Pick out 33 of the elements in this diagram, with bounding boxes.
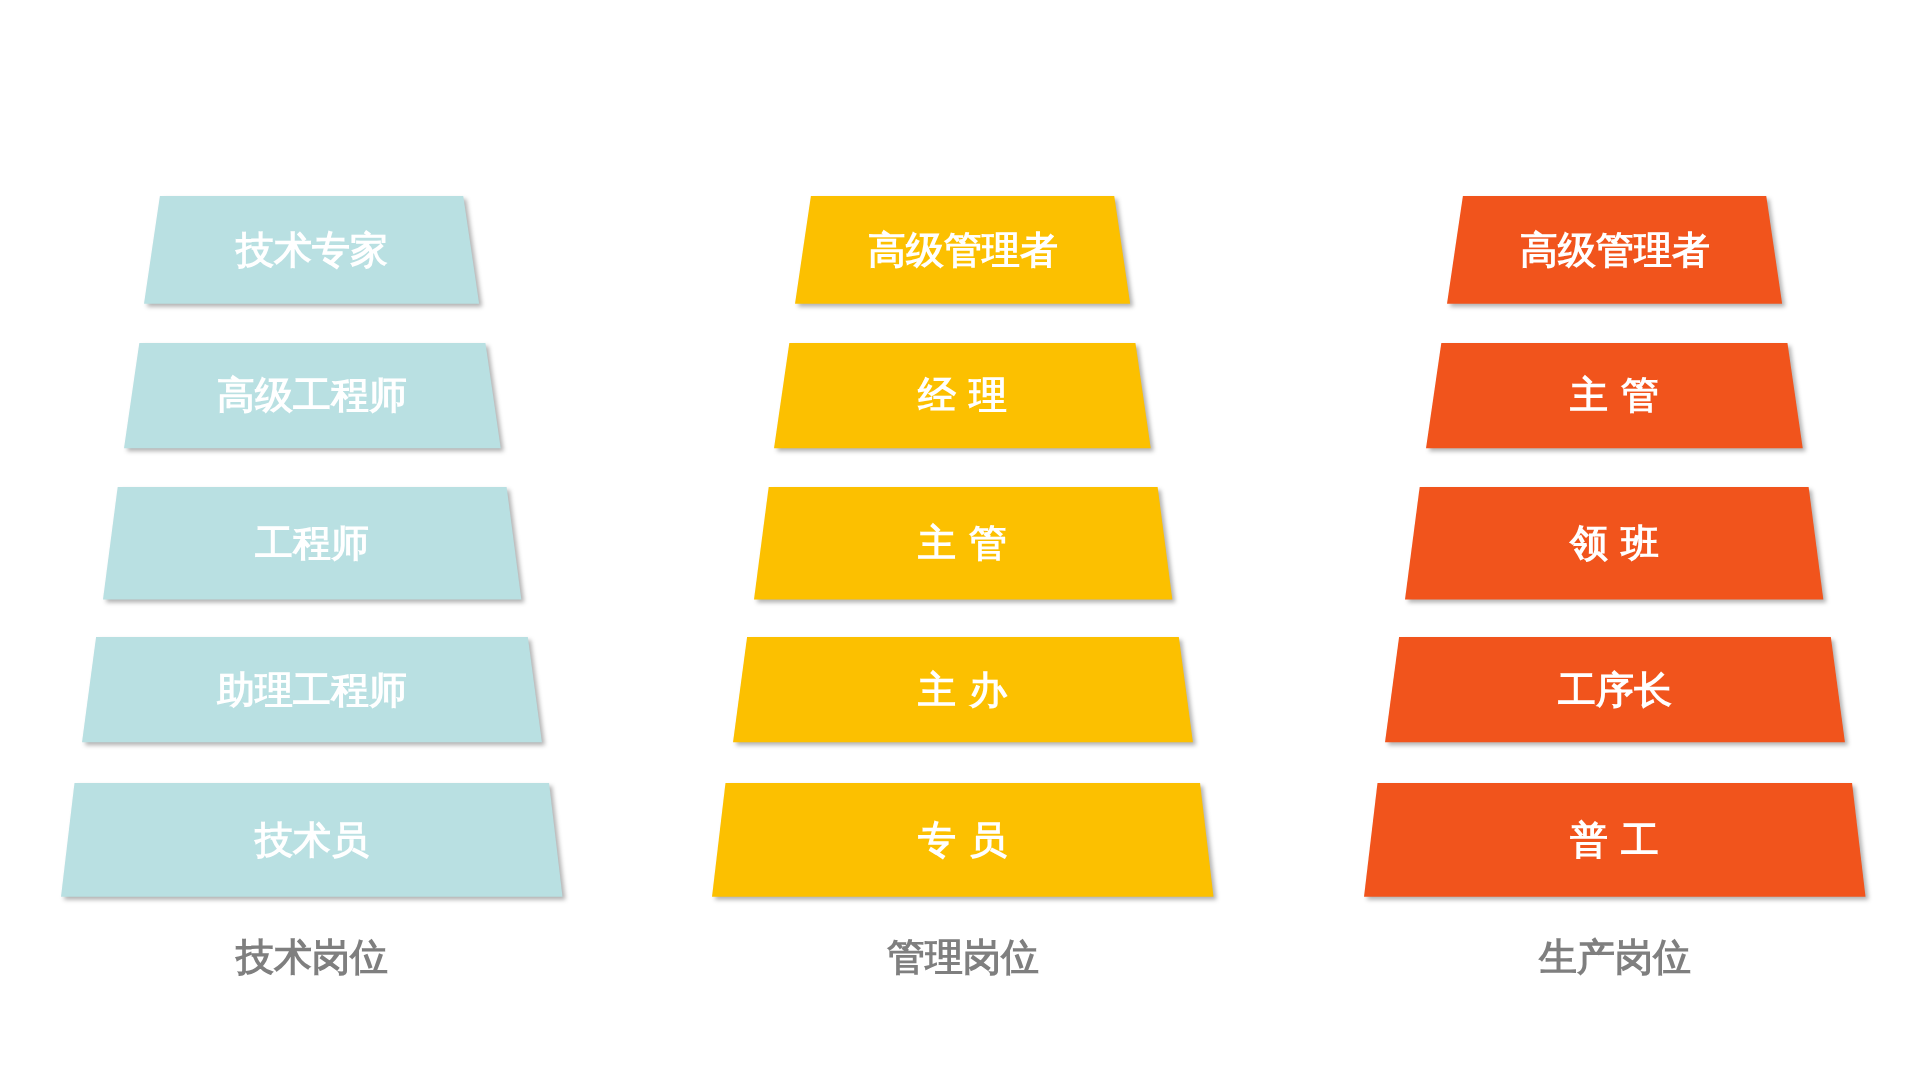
tier-label: 高级管理者 xyxy=(866,226,1059,273)
tier-label: 技术员 xyxy=(253,816,370,864)
tier-label: 专 员 xyxy=(917,816,1009,864)
tier-label: 助理工程师 xyxy=(215,666,408,714)
trapezoid-tier xyxy=(102,486,522,600)
trapezoid-tier xyxy=(144,195,480,304)
trapezoid-tier xyxy=(1363,782,1866,897)
trapezoid-tier xyxy=(732,637,1193,743)
trapezoid-tier xyxy=(81,637,542,743)
column-caption: 技术岗位 xyxy=(234,934,389,982)
tier-label: 经 理 xyxy=(916,371,1009,419)
trapezoid-tier xyxy=(753,486,1172,600)
trapezoid-tier xyxy=(795,195,1131,304)
trapezoid-tier xyxy=(774,342,1152,448)
trapezoid-tier xyxy=(1384,637,1845,743)
trapezoid-tier xyxy=(1426,342,1803,448)
column-caption: 管理岗位 xyxy=(885,934,1040,982)
tier-label: 工程师 xyxy=(253,519,370,567)
tier-label: 领 班 xyxy=(1568,519,1661,567)
trapezoid-tier xyxy=(711,782,1214,897)
tier-label: 主 管 xyxy=(1569,371,1661,419)
tier-label: 技术专家 xyxy=(234,226,389,273)
column-caption: 生产岗位 xyxy=(1537,934,1692,982)
tier-label: 高级管理者 xyxy=(1518,226,1711,273)
trapezoid-tier xyxy=(1447,195,1783,304)
trapezoid-tier xyxy=(1405,486,1824,600)
tier-label: 主 管 xyxy=(917,519,1009,567)
tier-label: 普 工 xyxy=(1569,816,1661,864)
tier-label: 主 办 xyxy=(917,666,1009,714)
tier-label: 工序长 xyxy=(1556,666,1673,714)
trapezoid-tier xyxy=(123,342,501,448)
trapezoid-tier xyxy=(61,782,563,897)
tier-label: 高级工程师 xyxy=(215,371,408,419)
